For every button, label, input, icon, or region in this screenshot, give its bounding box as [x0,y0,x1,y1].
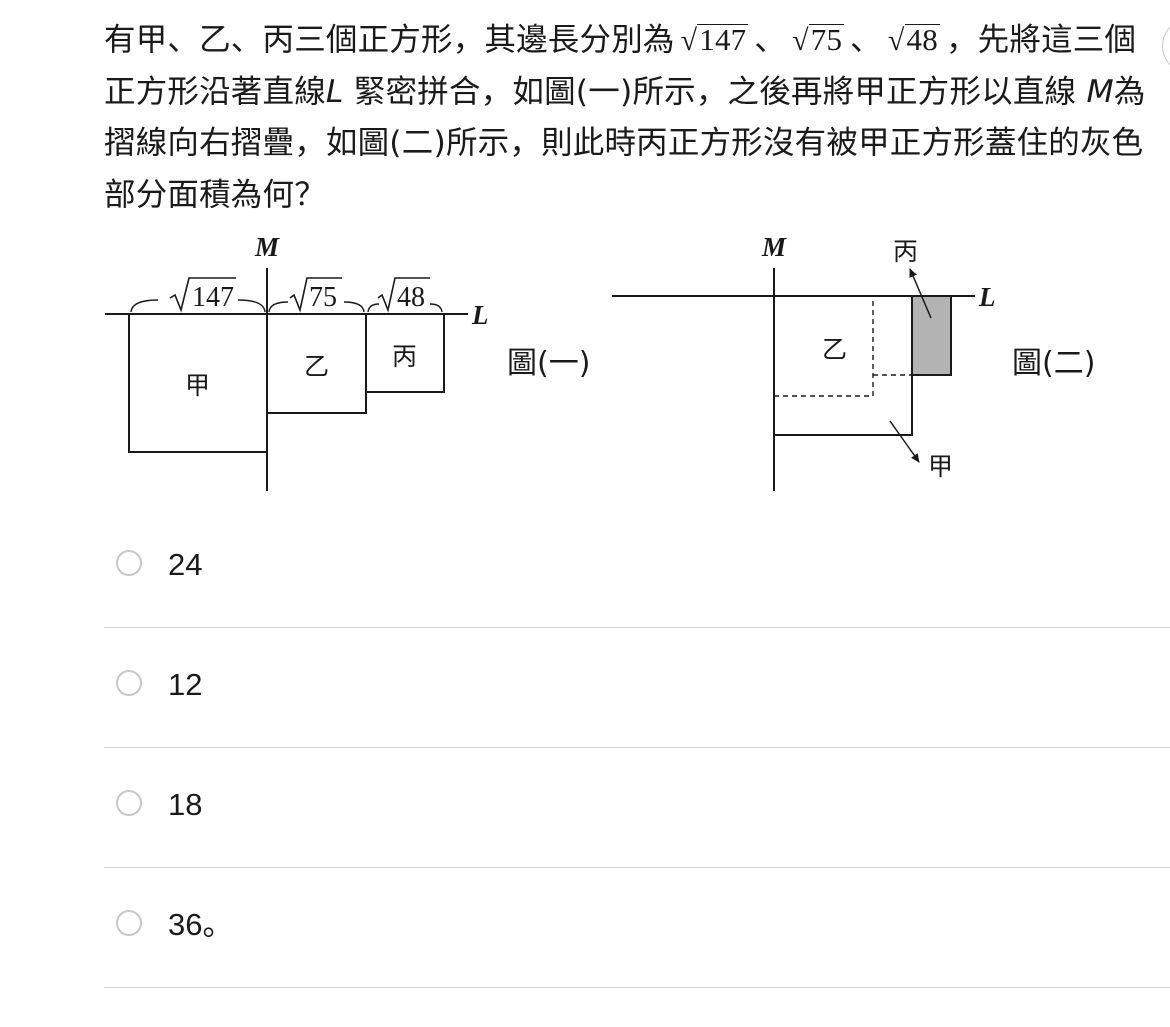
option-1[interactable]: 24 [104,508,1170,628]
radio-button[interactable] [116,670,142,696]
dim-arc-right-75 [343,301,365,313]
figures: 147 75 48 M L 甲 乙 丙 圖(一) M L 乙 丙 甲 圖(二) [0,228,1170,502]
radical-48 [377,277,430,313]
option-label: 12 [168,667,203,702]
radio-button[interactable] [116,790,142,816]
root-147-value: 147 [697,22,749,57]
question-part4: 為摺線向右摺疊，如圖(二)所示，則此時丙正方形沒有被甲正方形蓋住的灰色部分面積為… [104,73,1146,213]
fig2-label-yi: 乙 [822,335,847,364]
arrow-to-jia [889,420,920,463]
fig2-label-jia: 甲 [928,452,953,481]
question-part3: 緊密拼合，如圖(一)所示，之後再將甲正方形以直線 [353,73,1077,110]
root-48-value: 48 [904,22,940,57]
root-75-value: 75 [808,22,845,57]
fig2-m-label: M [761,232,787,262]
dim-147-label: 147 [192,282,234,313]
figure-1 [105,268,468,491]
label-jia: 甲 [185,371,210,400]
root-75: √75 [792,22,845,57]
dim-arc-right-48 [429,303,443,313]
figure-2 [612,268,975,491]
option-4[interactable]: 36。 [104,868,1170,988]
radical-147 [169,277,236,313]
root-147: √147 [680,22,749,57]
question-part1: 有甲、乙、丙三個正方形，其邊長分別為 [104,22,675,58]
fig2-caption: 圖(二) [1012,346,1095,381]
radio-button[interactable] [116,910,142,936]
folded-jia [774,296,913,436]
dim-arc-left-147 [130,299,159,313]
separator: 、 [754,22,787,58]
shaded-region [911,295,952,376]
option-label: 24 [168,547,203,582]
fig1-caption: 圖(一) [507,346,590,381]
radical-75 [289,277,342,313]
root-48: √48 [887,22,940,57]
dim-48-label: 48 [397,282,425,313]
side-panel-button[interactable] [1162,22,1170,70]
option-3[interactable]: 18 [104,748,1170,868]
dim-arc-left-48 [367,303,380,313]
question-text: 有甲、乙、丙三個正方形，其邊長分別為√147、√75、√48，先將這三個正方形沿… [104,14,1154,221]
line-m-label: M [1086,73,1114,110]
option-2[interactable]: 12 [104,628,1170,748]
dim-75-label: 75 [309,282,337,313]
arrow-to-bing [909,268,932,319]
figure-svg: 147 75 48 M L 甲 乙 丙 圖(一) M L 乙 丙 甲 圖(二) [105,232,1095,491]
fig2-l-label: L [978,282,996,312]
label-bing: 丙 [392,342,417,371]
radio-button[interactable] [116,550,142,576]
dim-arc-left-75 [268,301,289,313]
hidden-yi-outline [774,296,874,397]
fig2-label-bing: 丙 [893,237,918,266]
question-part2: ，先將這三個正方形沿著直線 [104,22,1137,110]
fig1-l-label: L [471,300,489,330]
line-l-label: L [325,73,344,110]
dim-arc-right-147 [237,299,266,313]
fig1-m-label: M [254,232,280,262]
option-label: 18 [168,787,203,822]
separator: 、 [850,22,882,58]
label-yi: 乙 [304,352,329,381]
option-label: 36。 [168,907,234,942]
square-bing [365,313,445,393]
answer-options: 24 12 18 36。 [104,508,1170,988]
